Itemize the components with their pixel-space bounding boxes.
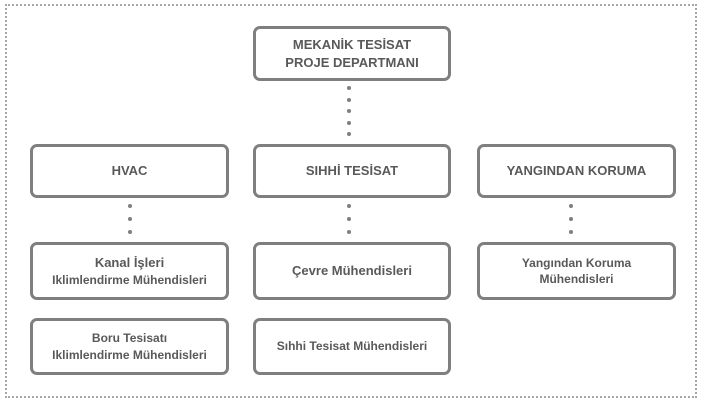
team-title: Çevre Mühendisleri (292, 263, 412, 279)
root-node: MEKANİK TESİSAT PROJE DEPARTMANI (253, 26, 451, 81)
team-title: Kanal İşleri (94, 255, 165, 271)
department-title: SIHHİ TESİSAT (305, 163, 399, 179)
connector-hvac (127, 204, 133, 234)
root-title-line2: PROJE DEPARTMANI (285, 54, 419, 70)
team-subtitle: Mühendisleri (539, 272, 614, 286)
connector-sihhi-tesisat (346, 204, 352, 234)
team-subtitle: Iklimlendirme Mühendisleri (52, 272, 207, 287)
connector-yangindan-koruma (568, 204, 574, 234)
root-title-line1: MEKANİK TESİSAT (292, 36, 412, 52)
team-title: Yangından Koruma (521, 255, 632, 270)
diagram-frame (5, 4, 697, 398)
team-cevre-muhendisleri: Çevre Mühendisleri (253, 242, 451, 300)
department-title: YANGINDAN KORUMA (506, 163, 647, 179)
team-boru-tesisati: Boru Tesisatı Iklimlendirme Mühendisleri (30, 318, 229, 375)
department-yangindan-koruma: YANGINDAN KORUMA (477, 144, 676, 198)
team-title: Sıhhi Tesisat Mühendisleri (276, 339, 428, 354)
connector-root (346, 86, 352, 136)
team-sihhi-tesisat-muhendisleri: Sıhhi Tesisat Mühendisleri (253, 318, 451, 375)
team-kanal-isleri: Kanal İşleri Iklimlendirme Mühendisleri (30, 242, 229, 300)
department-hvac: HVAC (30, 144, 229, 198)
team-subtitle: Iklimlendirme Mühendisleri (52, 347, 207, 362)
team-title: Boru Tesisatı (91, 331, 168, 346)
team-yangindan-koruma-muhendisleri: Yangından Koruma Mühendisleri (477, 242, 676, 300)
department-title: HVAC (111, 163, 148, 179)
department-sihhi-tesisat: SIHHİ TESİSAT (253, 144, 451, 198)
